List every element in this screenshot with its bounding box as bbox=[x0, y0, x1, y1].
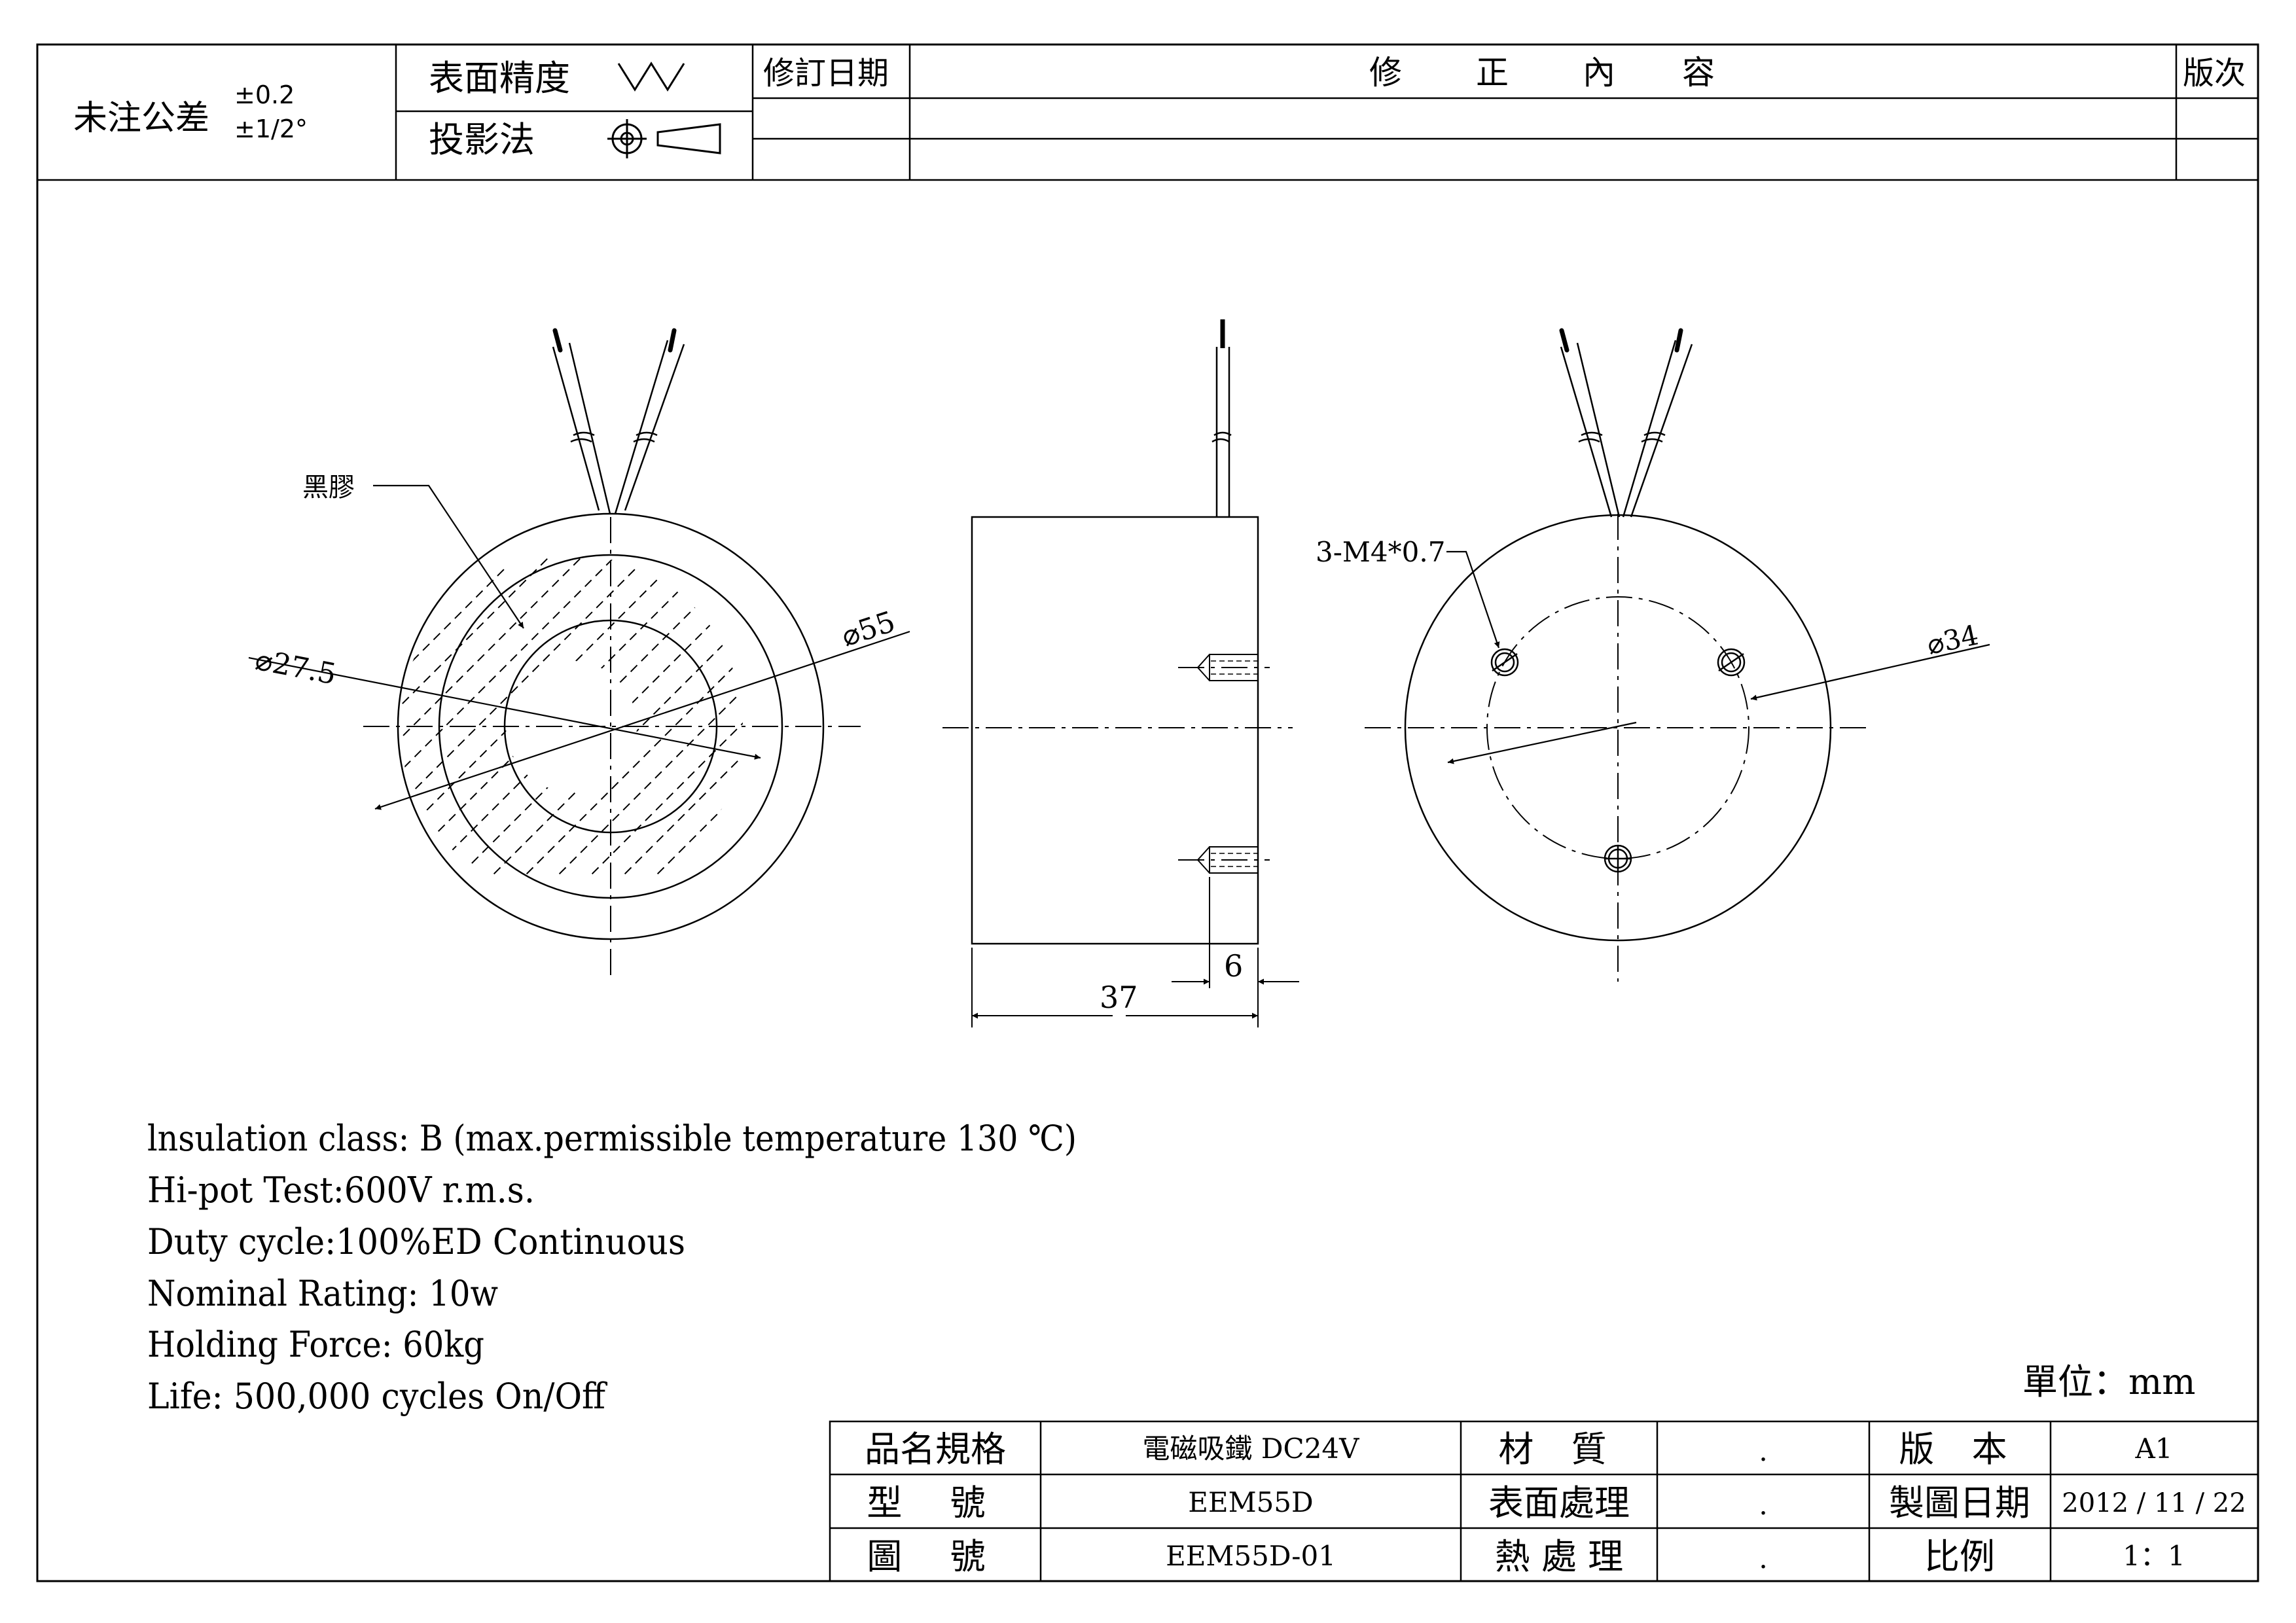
black-glue-label: 黑膠 bbox=[302, 473, 355, 503]
version-header-label: 版次 bbox=[2183, 55, 2246, 92]
dim-outer-diameter: ⌀55 bbox=[838, 605, 899, 653]
tolerance-linear: ±0.2 bbox=[234, 80, 295, 109]
note-hipot: Hi-pot Test:600V r.m.s. bbox=[147, 1169, 535, 1211]
projection-label: 投影法 bbox=[429, 119, 535, 160]
projection-symbol-icon bbox=[607, 119, 721, 158]
model-value: EEM55D bbox=[1188, 1486, 1313, 1518]
note-life: Life: 500,000 cycles On/Off bbox=[147, 1376, 607, 1417]
revision-date-label: 修訂日期 bbox=[763, 55, 889, 92]
heat-treatment-label: 熱 處 理 bbox=[1495, 1536, 1623, 1577]
material-value: . bbox=[1759, 1435, 1767, 1467]
revision-content-char-3: 內 bbox=[1583, 54, 1615, 92]
dim-inner-diameter: ⌀27.5 bbox=[253, 643, 339, 692]
note-holding-force: Holding Force: 60kg bbox=[147, 1324, 484, 1365]
dim-thread-spec: 3-M4*0.7 bbox=[1316, 536, 1445, 568]
title-block bbox=[829, 1420, 2259, 1582]
note-insulation: lnsulation class: B (max.permissible tem… bbox=[147, 1118, 1077, 1159]
version-value: A1 bbox=[2134, 1433, 2172, 1465]
revision-content-char-2: 正 bbox=[1476, 54, 1509, 92]
surface-treatment-label: 表面處理 bbox=[1488, 1482, 1630, 1524]
model-label: 型 號 bbox=[867, 1482, 1003, 1524]
dim-height: 37 bbox=[1100, 980, 1138, 1015]
product-name-label: 品名規格 bbox=[865, 1429, 1006, 1470]
drawing-no-value: EEM55D-01 bbox=[1166, 1540, 1336, 1572]
dim-thread-depth: 6 bbox=[1224, 948, 1243, 984]
surface-finish-symbol-icon bbox=[617, 62, 685, 92]
date-label: 製圖日期 bbox=[1889, 1482, 2030, 1524]
tolerance-label: 未注公差 bbox=[73, 99, 209, 138]
revision-content-char-4: 容 bbox=[1682, 54, 1715, 92]
front-view bbox=[248, 328, 910, 982]
heat-treatment-value: . bbox=[1759, 1543, 1767, 1575]
material-label: 材 質 bbox=[1498, 1429, 1619, 1470]
scale-value: 1：1 bbox=[2123, 1540, 2185, 1572]
revision-content-char-1: 修 bbox=[1369, 54, 1402, 92]
black-glue-hatching bbox=[400, 555, 743, 878]
surface-finish-label: 表面精度 bbox=[429, 58, 570, 99]
date-value: 2012 / 11 / 22 bbox=[2062, 1488, 2246, 1518]
side-view bbox=[942, 319, 1299, 1027]
header-block bbox=[37, 45, 2258, 181]
note-duty-cycle: Duty cycle:100%ED Continuous bbox=[147, 1221, 685, 1262]
unit-label: 單位：mm bbox=[2022, 1361, 2195, 1402]
drawing-no-label: 圖 號 bbox=[867, 1536, 1003, 1577]
scale-label: 比例 bbox=[1924, 1536, 1995, 1577]
rear-view bbox=[1365, 328, 1990, 982]
dim-pcd: ⌀34 bbox=[1924, 618, 1981, 660]
surface-treatment-value: . bbox=[1759, 1489, 1767, 1521]
note-nominal-rating: Nominal Rating: 10w bbox=[147, 1273, 498, 1314]
product-name-value: 電磁吸鐵 DC24V bbox=[1143, 1433, 1360, 1465]
tolerance-angular: ±1/2° bbox=[234, 115, 308, 143]
version-label: 版 本 bbox=[1899, 1429, 2020, 1470]
